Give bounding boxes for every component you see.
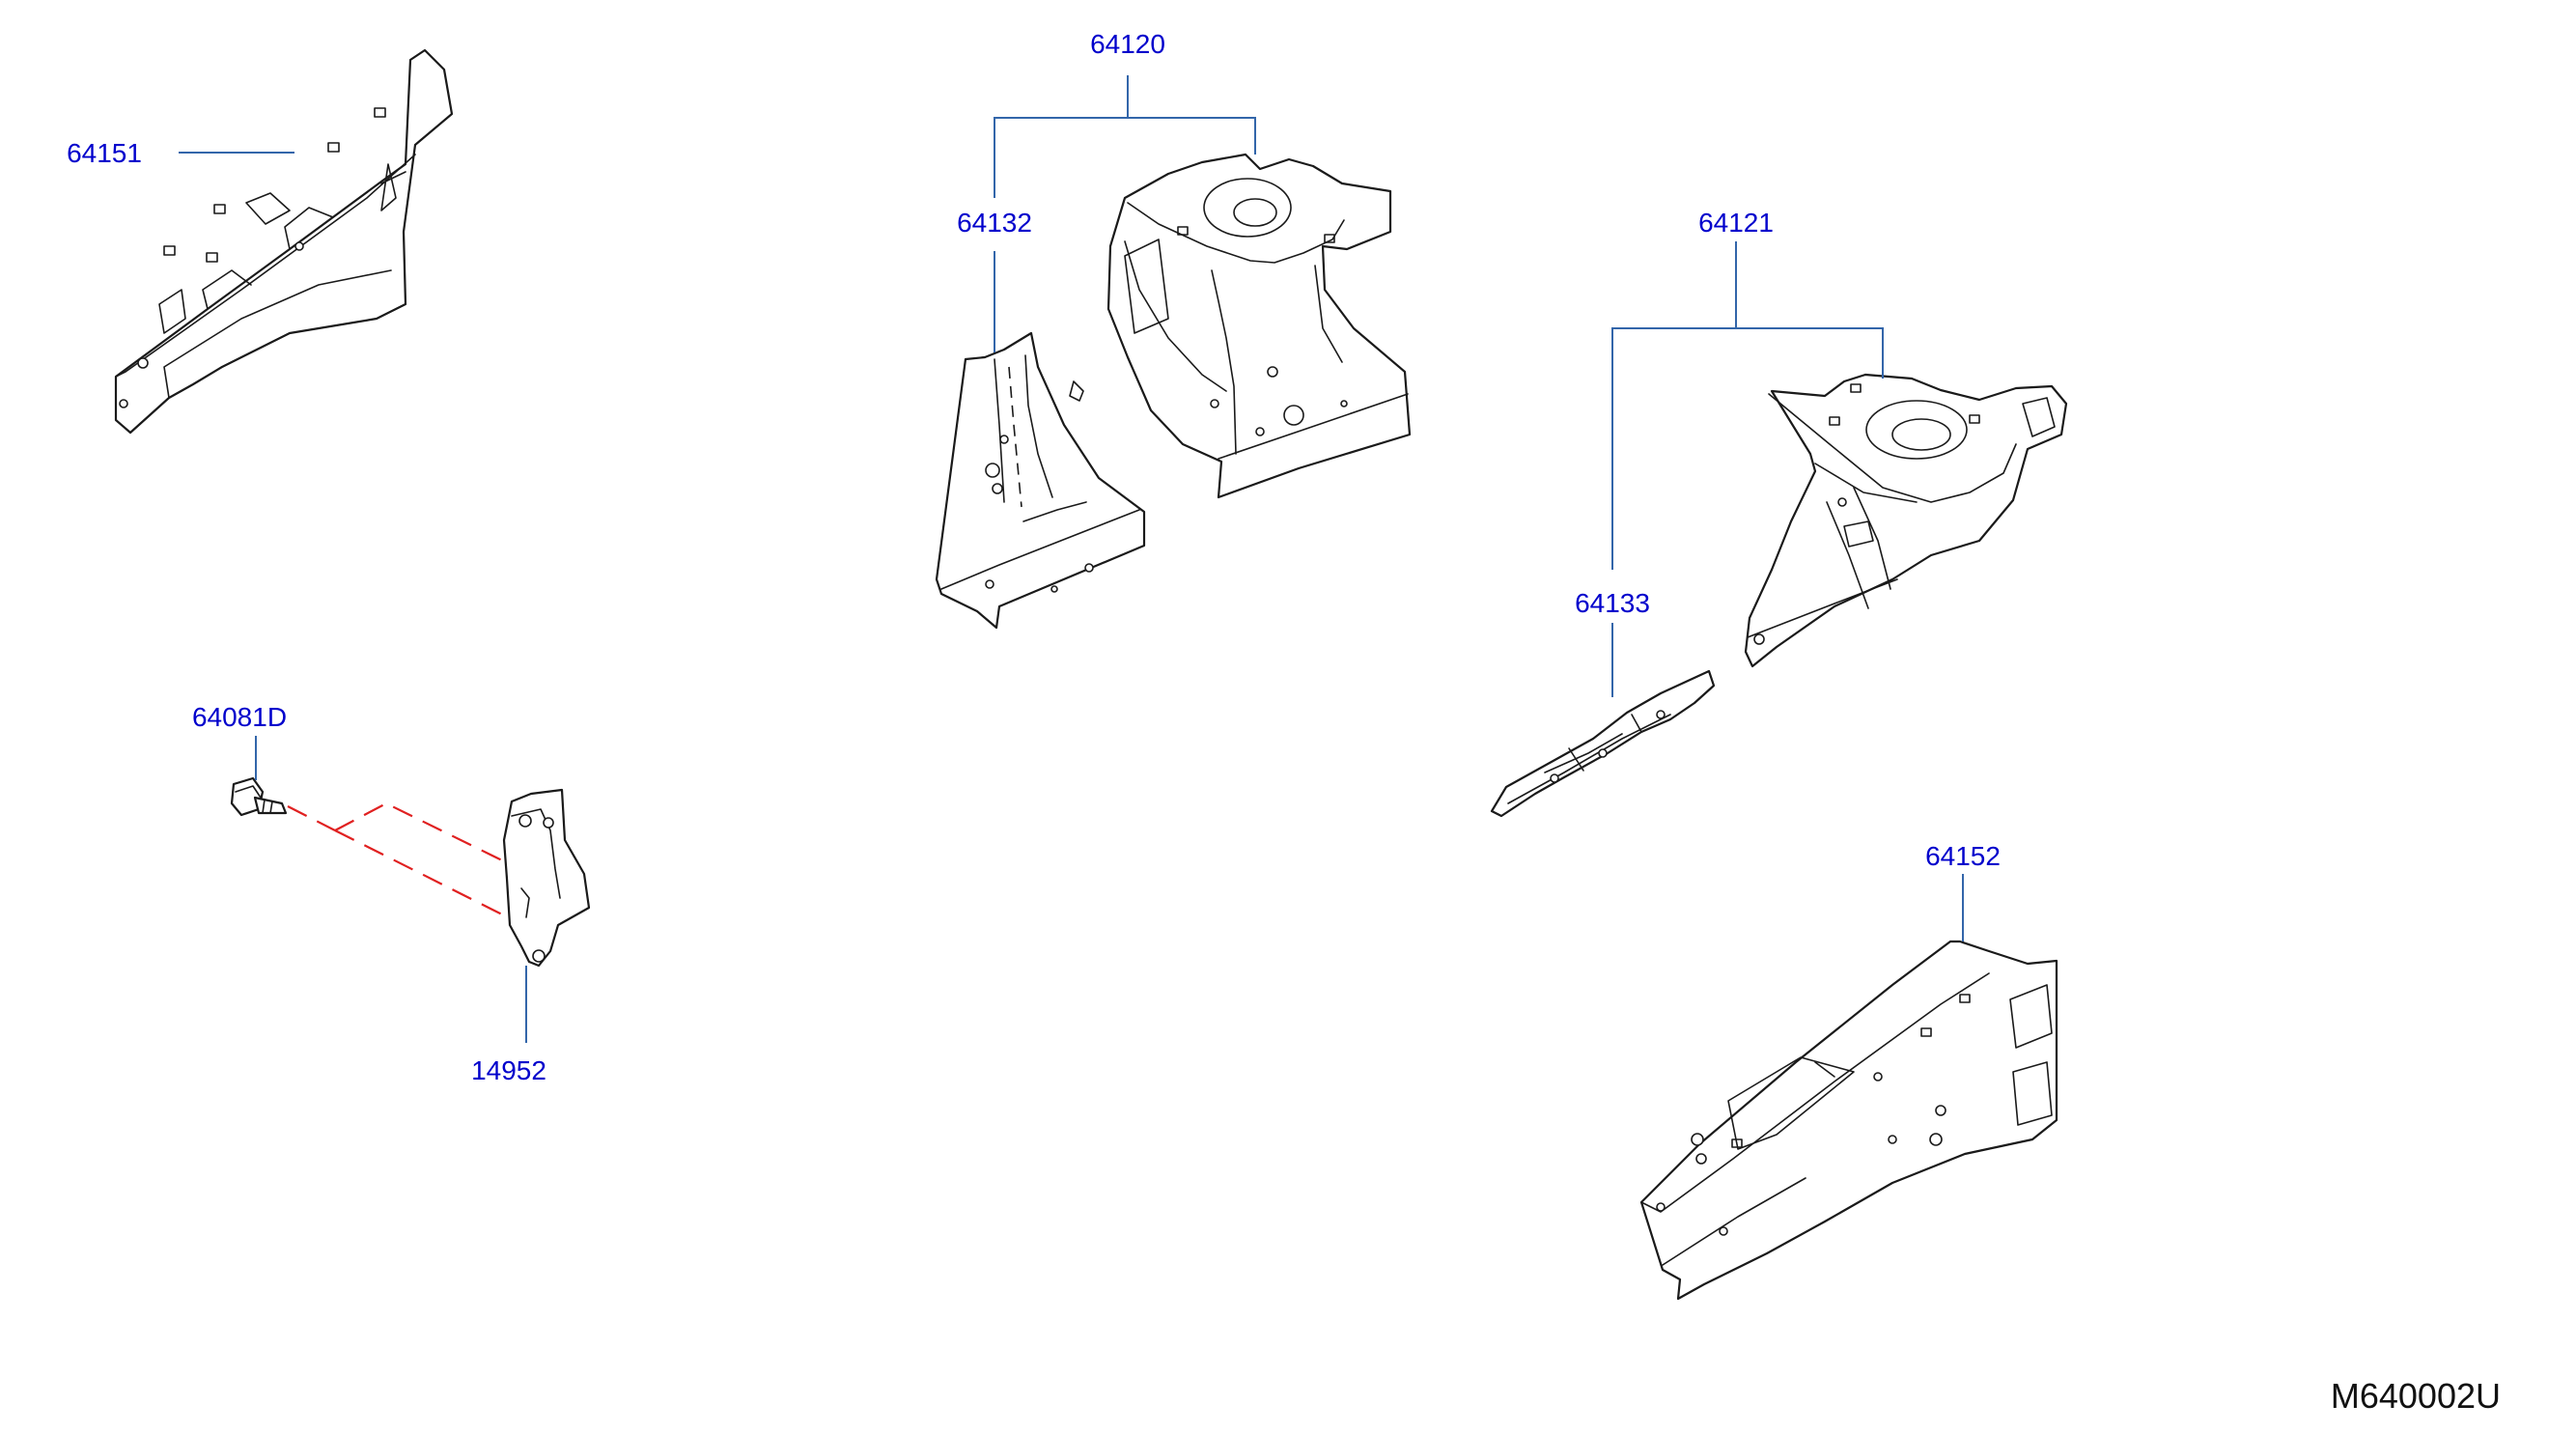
phantom-line-lower	[334, 829, 505, 916]
callout-64121: 64121	[1698, 208, 1774, 238]
bolt-assembly-phantom-lines	[287, 801, 505, 916]
leader-64120	[994, 75, 1129, 198]
phantom-line-upper-ext	[334, 801, 505, 862]
leader-64120-b	[1128, 117, 1256, 155]
leader-64121-b	[1736, 327, 1884, 379]
leader-64121	[1611, 241, 1737, 570]
part-64152-drawing	[1639, 940, 2058, 1301]
part-64133-drawing	[1490, 669, 1716, 818]
callout-64120: 64120	[1090, 29, 1165, 59]
callout-64133: 64133	[1575, 588, 1650, 618]
callout-64081d: 64081D	[192, 702, 287, 732]
callout-64132: 64132	[957, 208, 1032, 238]
callout-labels: 64151 64120 64132 64121 64133 64081D 149…	[67, 29, 2001, 1085]
phantom-line-upper	[287, 805, 336, 831]
part-14952-drawing	[502, 788, 591, 968]
callout-14952: 14952	[471, 1055, 546, 1085]
callout-64151: 64151	[67, 138, 142, 168]
callout-64152: 64152	[1925, 841, 2001, 871]
diagram-code: M640002U	[2331, 1376, 2501, 1416]
leader-lines	[179, 75, 1964, 1043]
part-64081d-drawing	[230, 776, 288, 817]
part-64151-drawing	[114, 48, 454, 435]
part-64120-drawing	[1106, 153, 1412, 499]
part-64132-drawing	[935, 331, 1146, 630]
part-64121-drawing	[1744, 373, 2068, 668]
